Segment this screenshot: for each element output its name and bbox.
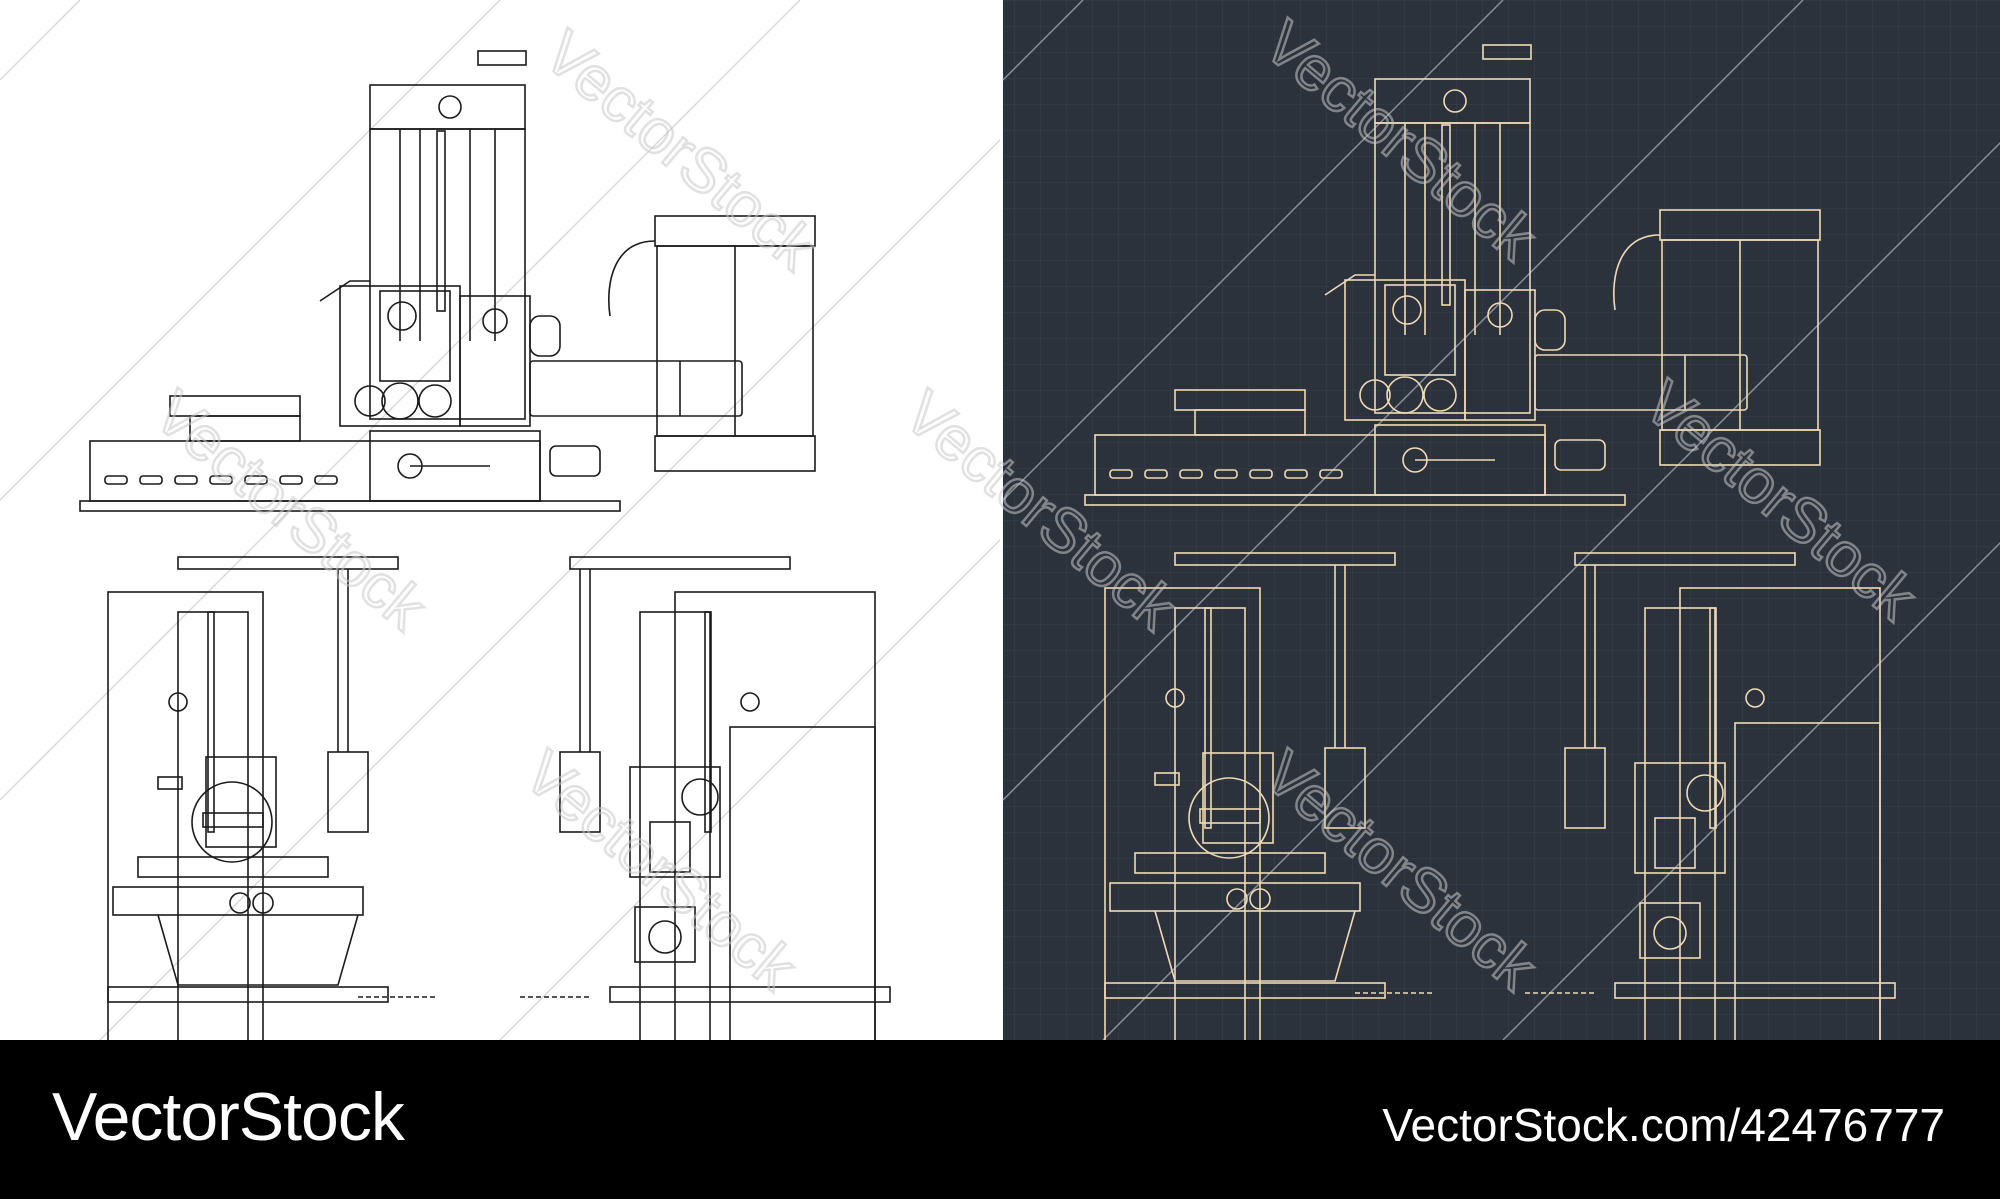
light-blueprint-panel: [0, 0, 1003, 1040]
vectorstock-logo: VectorStock: [52, 1079, 405, 1155]
image-reference: VectorStock.com/42476777: [1382, 1099, 1945, 1151]
footer-bar: [0, 1040, 2000, 1199]
blueprint-artwork: VectorStock VectorStock VectorStock Vect…: [0, 0, 2000, 1040]
